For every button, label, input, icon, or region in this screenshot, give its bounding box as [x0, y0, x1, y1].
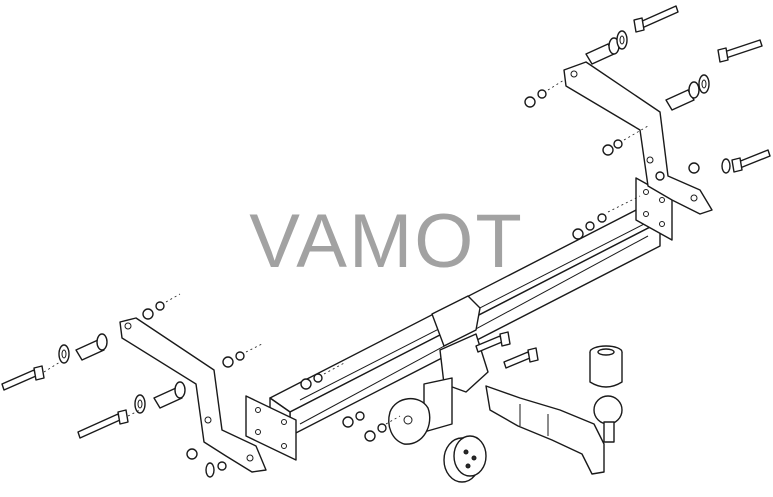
- spacer-sleeves: [75, 37, 700, 409]
- socket-plate: [388, 377, 453, 445]
- left-end-plate: [245, 395, 297, 461]
- bolts: [1, 5, 771, 439]
- right-side-bracket: [563, 61, 713, 215]
- left-side-bracket: [119, 317, 267, 473]
- tow-ball: [593, 395, 623, 443]
- electrical-socket: [443, 435, 487, 483]
- washers: [58, 30, 731, 478]
- tow-ball-cap: [589, 345, 623, 388]
- assembly-guide-lines: [43, 79, 649, 425]
- nuts: [142, 89, 700, 471]
